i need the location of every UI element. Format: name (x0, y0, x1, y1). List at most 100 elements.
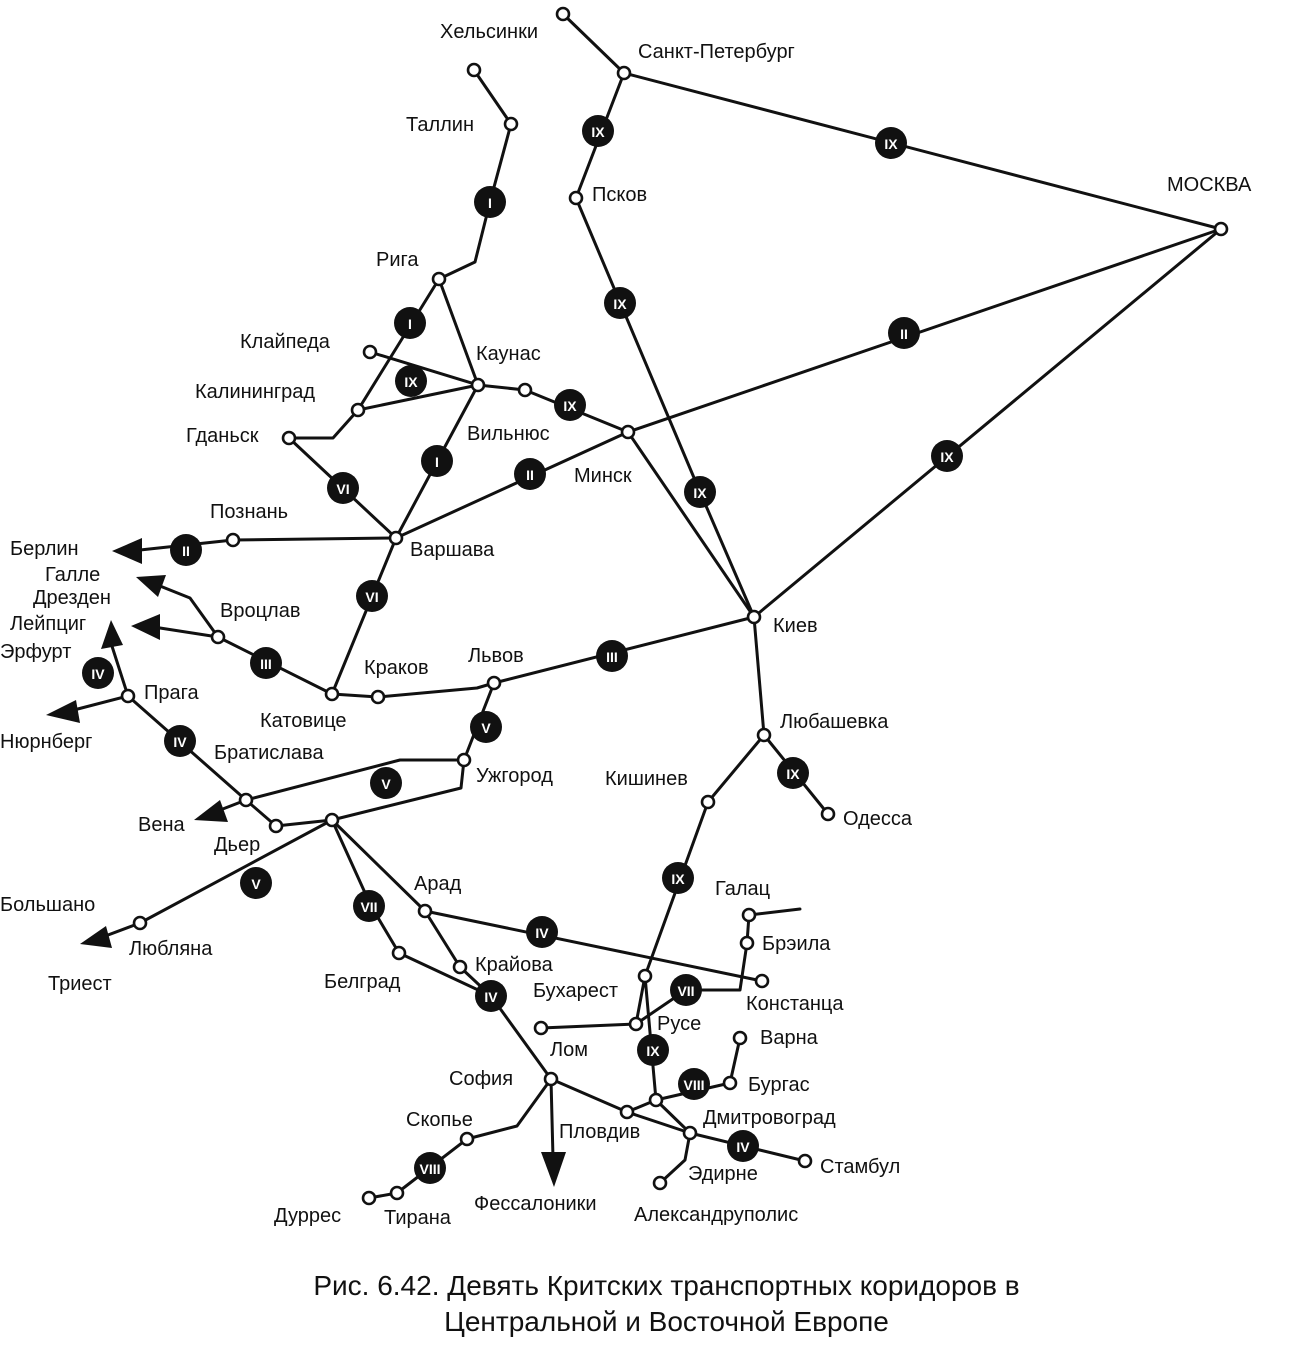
corridor-badge-ix: IX (684, 476, 716, 508)
corridor-badge-label: IX (646, 1043, 660, 1059)
caption-line-1: Рис. 6.42. Девять Критских транспортных … (313, 1270, 1020, 1301)
corridor-badge-label: V (481, 720, 491, 736)
corridor-badge-iv: IV (82, 657, 114, 689)
city-label-sofia: София (449, 1068, 513, 1090)
city-label-prague: Прага (144, 682, 199, 704)
corridor-badge-circle (637, 1034, 669, 1066)
city-label-tirana: Тирана (384, 1207, 452, 1229)
corridor-badge-vii: VII (353, 890, 385, 922)
corridor-badge-circle (414, 1152, 446, 1184)
corridor-badge-label: IV (535, 925, 549, 941)
corridor-badge-label: VII (677, 983, 694, 999)
city-label-uzhgorod: Ужгород (476, 765, 553, 787)
city-label-leipzig: Лейпциг (10, 613, 86, 635)
city-label-minsk: Минск (574, 465, 632, 487)
city-label-braila: Брэила (762, 933, 831, 955)
corridor-badge-circle (82, 657, 114, 689)
corridor-badge-circle (356, 580, 388, 612)
city-node (741, 907, 757, 923)
corridor-line (622, 71, 1223, 231)
city-label-istanbul: Стамбул (820, 1156, 900, 1178)
city-label-krakow: Краков (364, 657, 429, 679)
corridor-line (437, 277, 480, 387)
city-label-poznan: Познань (210, 501, 288, 523)
city-node (238, 792, 254, 808)
corridor-badge-circle (327, 472, 359, 504)
city-node (1213, 221, 1229, 237)
city-label-galati: Галац (715, 878, 770, 900)
city-node (652, 1175, 668, 1191)
city-node (533, 1020, 549, 1036)
corridor-badge-label: IX (786, 766, 800, 782)
corridor-badge-circle (394, 307, 426, 339)
city-label-skopje: Скопье (406, 1109, 473, 1131)
city-label-lom: Лом (550, 1039, 588, 1061)
corridor-badge-label: IX (884, 136, 898, 152)
city-label-katowice: Катовице (260, 710, 347, 732)
arrow-thessaloniki-icon (541, 1152, 566, 1187)
city-label-wroclaw: Вроцлав (220, 600, 300, 622)
corridor-badge-vi: VI (356, 580, 388, 612)
corridor-badge-label: II (900, 326, 908, 342)
city-label-warsaw: Варшава (410, 539, 495, 561)
city-label-craiova: Крайова (475, 954, 554, 976)
city-label-ljubljana: Любляна (129, 938, 213, 960)
city-label-kiev: Киев (773, 615, 818, 637)
corridor-badge-circle (526, 916, 558, 948)
city-label-bucharest: Бухарест (533, 980, 618, 1002)
corridor-badge-ix: IX (931, 440, 963, 472)
corridor-badge-circle (475, 980, 507, 1012)
city-label-ruse: Русе (657, 1013, 701, 1035)
arrow-erfurt-icon (101, 620, 123, 649)
corridor-badge-vii: VII (670, 974, 702, 1006)
city-node (616, 65, 632, 81)
city-node (756, 727, 772, 743)
arrowheads (46, 538, 566, 1187)
city-node (700, 794, 716, 810)
city-label-bolshano: Большано (0, 894, 95, 916)
corridor-line (574, 71, 756, 619)
city-label-lyubashevka: Любашевка (780, 711, 889, 733)
caption-line-2: Центральной и Восточной Европе (444, 1306, 889, 1337)
city-label-spb: Санкт-Петербург (638, 41, 795, 63)
corridor-badge-iii: III (596, 640, 628, 672)
city-node (486, 675, 502, 691)
corridor-badge-v: V (370, 767, 402, 799)
city-node (459, 1131, 475, 1147)
corridor-line (626, 227, 1223, 434)
corridor-badge-label: IX (671, 871, 685, 887)
city-label-gyor: Дьер (214, 834, 260, 856)
corridor-badge-label: VIII (419, 1161, 440, 1177)
city-node (722, 1075, 738, 1091)
corridor-badge-label: IX (940, 449, 954, 465)
corridor-badge-ix: IX (777, 757, 809, 789)
city-node (754, 973, 770, 989)
arrow-nuremberg-icon (46, 700, 80, 723)
city-label-thessaloniki: Фессалоники (474, 1193, 597, 1215)
corridor-badge-label: IV (484, 989, 498, 1005)
corridor-badge-i: I (394, 307, 426, 339)
corridor-badge-label: V (251, 876, 261, 892)
corridor-badge-circle (662, 862, 694, 894)
corridor-badge-label: VII (360, 899, 377, 915)
city-nodes (120, 6, 1229, 1206)
city-node (470, 377, 486, 393)
corridor-badge-circle (474, 186, 506, 218)
corridor-badge-circle (470, 711, 502, 743)
corridor-badge-label: VI (336, 481, 349, 497)
city-node (682, 1125, 698, 1141)
corridor-line (108, 638, 334, 828)
corridor-badge-viii: VIII (414, 1152, 446, 1184)
city-node (268, 818, 284, 834)
city-node (456, 752, 472, 768)
city-label-chisinau: Кишинев (605, 768, 688, 790)
city-node (370, 689, 386, 705)
city-label-moscow: МОСКВА (1167, 174, 1252, 196)
city-node (628, 1016, 644, 1032)
corridor-badge-label: IX (693, 485, 707, 501)
corridor-line (423, 909, 764, 983)
city-node (389, 1185, 405, 1201)
city-node (503, 116, 519, 132)
city-label-riga: Рига (376, 249, 419, 271)
city-node (466, 62, 482, 78)
